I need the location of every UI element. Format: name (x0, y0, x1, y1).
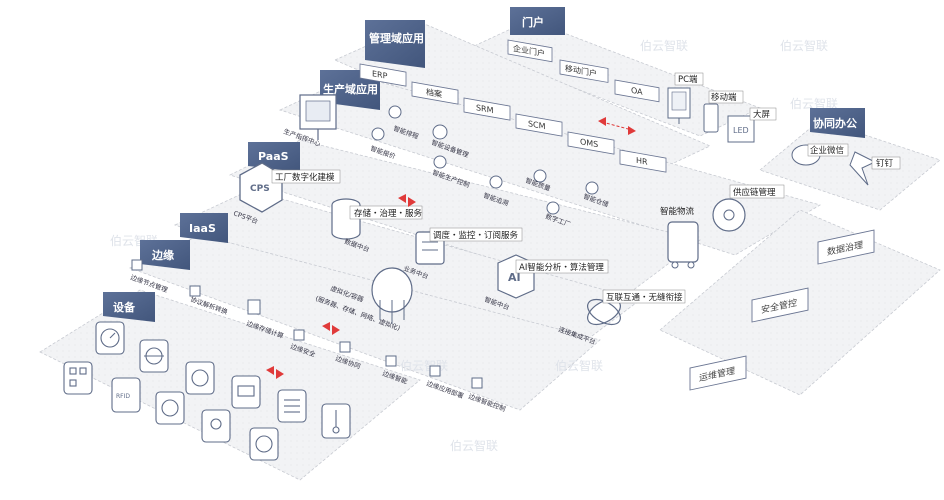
control-panel-icon (277, 389, 307, 423)
collab-items: 企业微信 钉钉 (791, 143, 901, 186)
management-item-label: ERP (372, 69, 388, 81)
portal-item: OA (614, 79, 660, 103)
portal-item-label: OA (631, 86, 643, 97)
watermark-text: 伯云智联 (640, 38, 688, 53)
paas-iot-callout: 互联互通・无缝衔接 (606, 292, 683, 303)
watermark-text: 伯云智联 (555, 358, 603, 373)
thermometer-icon (321, 403, 351, 439)
camera-icon (231, 375, 261, 409)
svg-text:AI: AI (508, 271, 521, 284)
management-item: SRM (463, 97, 511, 121)
tag-edge: 边缘 (140, 240, 190, 270)
layer-tags: 门户 管理域应用 生产域应用 PaaS IaaS 边缘 设备 协同办公 (103, 7, 865, 322)
paas-business-callout: 调度・监控・订阅服务 (433, 230, 519, 241)
management-item-label: HR (636, 156, 648, 167)
red-arrow-icon (598, 117, 636, 135)
side-block: 运维管理 (689, 355, 747, 391)
location-icon (201, 409, 231, 443)
portal-items: 企业门户 移动门户 OA (507, 39, 660, 103)
red-arrows (266, 194, 416, 379)
tag-iaas-label: IaaS (189, 222, 216, 235)
management-item: 档案 (411, 81, 459, 105)
watermark-text: 伯云智联 (780, 38, 828, 53)
svg-text:CPS: CPS (250, 184, 270, 194)
tag-production-label: 生产域应用 (323, 82, 378, 96)
red-arrow-icon (408, 197, 416, 207)
tag-iaas: IaaS (180, 213, 228, 243)
collab-dingtalk-label: 钉钉 (876, 158, 894, 169)
cloud-server-icon (371, 267, 413, 324)
watermark-text: 伯云智联 (400, 358, 448, 373)
rfid-icon: RFID (111, 377, 141, 413)
watermark-text: 伯云智联 (790, 96, 838, 111)
svg-text:RFID: RFID (116, 393, 130, 400)
paas-ai-callout: AI智能分析・算法管理 (519, 262, 604, 273)
tag-edge-label: 边缘 (151, 248, 174, 262)
management-items: ERP 档案 SRM SCM OMS HR (359, 63, 667, 173)
tag-management: 管理域应用 (365, 20, 425, 68)
terminals: PC端 移动端 LED 大屏 (667, 72, 777, 143)
tag-collab-label: 协同办公 (813, 116, 857, 130)
terminal-pc-label: PC端 (678, 74, 698, 85)
mobile-icon (703, 103, 719, 133)
paas-cps-callout: 工厂数字化建模 (275, 172, 335, 183)
valve-icon (139, 339, 169, 373)
tag-collab: 协同办公 (810, 108, 865, 138)
svg-text:LED: LED (733, 126, 749, 135)
management-item-label: 档案 (426, 87, 442, 100)
red-arrow-icon (322, 322, 330, 331)
watermark-text: 伯云智联 (450, 438, 498, 453)
terminal-mobile-label: 移动端 (711, 92, 737, 103)
side-block: 数据治理 (817, 229, 875, 265)
production-center: 生产指挥中心 (282, 94, 337, 148)
cps-platform-icon: CPS (239, 162, 283, 213)
dingtalk-icon (849, 151, 877, 186)
management-item: HR (619, 149, 667, 173)
truck-icon (667, 221, 699, 269)
production-item-label: 智能报价 (369, 143, 397, 161)
side-blocks: 数据治理 安全管控 运维管理 (689, 229, 875, 391)
compass-icon (249, 427, 279, 461)
tag-device-label: 设备 (113, 300, 136, 314)
portal-item: 移动门户 (559, 59, 609, 83)
management-item: SCM (515, 113, 563, 137)
device-items: RFID (63, 321, 351, 461)
tag-management-label: 管理域应用 (369, 31, 424, 45)
supply-chain-icon (712, 198, 746, 232)
red-arrow-icon (266, 366, 274, 375)
management-item-label: SRM (476, 103, 494, 115)
screen-icon: LED (727, 115, 755, 143)
platform-layers (39, 19, 941, 481)
helmet-icon (155, 391, 185, 425)
tag-portal: 门户 (510, 7, 565, 35)
red-arrow-icon (276, 369, 284, 379)
paas-data-callout: 存储・治理・服务 (354, 208, 423, 219)
pc-icon (667, 87, 691, 124)
paas-items: CPS CPS平台 工厂数字化建模 数据中台 存储・治理・服务 业务中台 调度・… (232, 162, 686, 346)
gauge-icon (95, 321, 125, 355)
meter-icon (185, 361, 215, 395)
tag-portal-label: 门户 (522, 15, 544, 29)
tag-device: 设备 (103, 292, 155, 322)
management-item-label: SCM (528, 119, 546, 131)
management-item: OMS (567, 131, 615, 155)
management-item: ERP (359, 63, 407, 87)
terminal-screen-label: 大屏 (753, 109, 771, 120)
collab-wechat-label: 企业微信 (810, 145, 845, 156)
side-block: 安全管控 (751, 287, 809, 323)
red-arrow-icon (332, 325, 340, 335)
red-arrow-icon (398, 194, 406, 203)
portal-item: 企业门户 (507, 39, 553, 63)
right-items: 智能物流 供应链管理 (660, 184, 785, 269)
tag-paas-label: PaaS (258, 150, 289, 163)
monitor-icon (299, 94, 337, 140)
qr-code-icon (63, 361, 93, 395)
right-item-label: 供应链管理 (733, 187, 776, 198)
right-item-label: 智能物流 (660, 206, 695, 217)
management-item-label: OMS (580, 137, 598, 149)
